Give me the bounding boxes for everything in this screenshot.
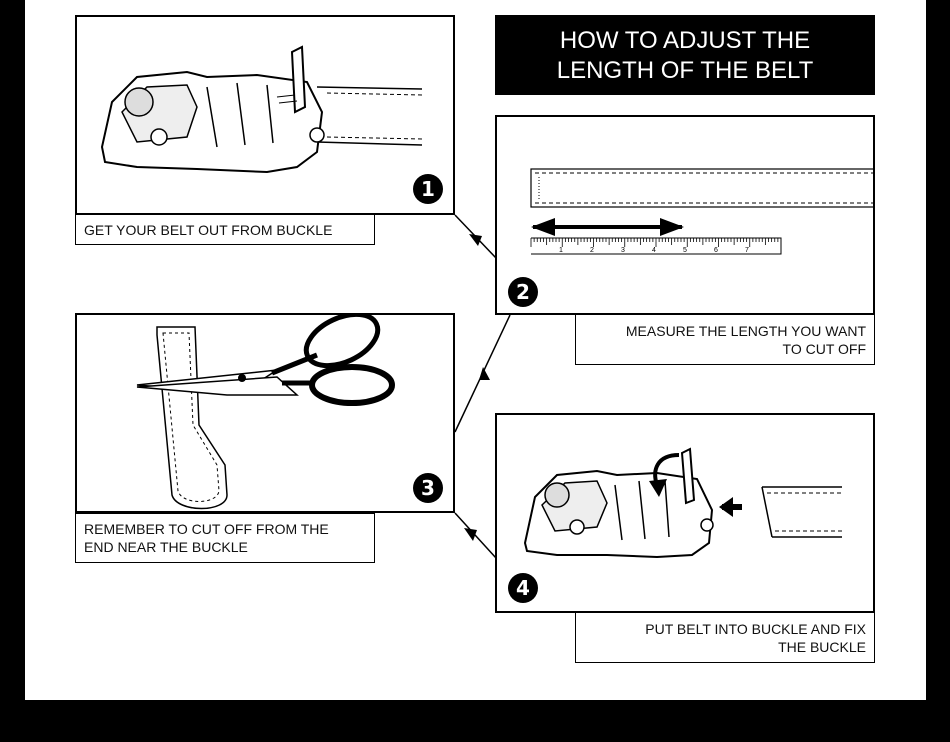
buckle-insert-illustration (523, 447, 842, 559)
step-4-caption-line-2: THE BUCKLE (778, 639, 866, 655)
step-3-panel: 3 (75, 313, 455, 513)
step-3-number-badge: 3 (413, 473, 443, 503)
step-1-caption-line-1: GET YOUR BELT OUT FROM BUCKLE (84, 222, 333, 238)
title-banner: HOW TO ADJUST THE LENGTH OF THE BELT (495, 15, 875, 95)
title-line-1: HOW TO ADJUST THE (559, 27, 811, 54)
step-2-caption-line-2: TO CUT OFF (782, 341, 866, 357)
step-1-number-badge: 1 (413, 174, 443, 204)
ruler-tick-label: 3 (621, 247, 625, 254)
step-2-caption-line-1: MEASURE THE LENGTH YOU WANT (625, 323, 866, 339)
ruler: 1 2 3 4 5 6 7 (530, 237, 782, 255)
step-2-caption: MEASURE THE LENGTH YOU WANT TO CUT OFF (575, 314, 875, 365)
step-2-panel: 1 2 3 4 5 6 7 2 (495, 115, 875, 315)
scissors-cut-illustration (136, 315, 395, 510)
step-1-panel: 1 (75, 15, 455, 215)
buckle-open-illustration (100, 45, 423, 174)
step-3-caption-line-2: END NEAR THE BUCKLE (84, 539, 248, 555)
step-2-number-badge: 2 (508, 277, 538, 307)
ruler-tick-label: 5 (683, 247, 687, 254)
measure-illustration: 1 2 3 4 5 6 7 (530, 168, 873, 255)
step-4-panel: 4 (495, 413, 875, 613)
step-3-caption: REMEMBER TO CUT OFF FROM THE END NEAR TH… (75, 513, 375, 563)
ruler-tick-label: 4 (652, 247, 656, 254)
ruler-tick-label: 2 (590, 247, 594, 254)
ruler-tick-label: 7 (745, 247, 749, 254)
title-line-2: LENGTH OF THE BELT (556, 57, 814, 84)
step-3-caption-line-1: REMEMBER TO CUT OFF FROM THE (84, 521, 329, 537)
ruler-tick-label: 1 (559, 247, 563, 254)
step-1-caption: GET YOUR BELT OUT FROM BUCKLE (75, 214, 375, 245)
step-4-caption-line-1: PUT BELT INTO BUCKLE AND FIX (645, 621, 866, 637)
step-4-caption: PUT BELT INTO BUCKLE AND FIX THE BUCKLE (575, 612, 875, 663)
step-4-number-badge: 4 (508, 573, 538, 603)
ruler-tick-label: 6 (714, 247, 718, 254)
